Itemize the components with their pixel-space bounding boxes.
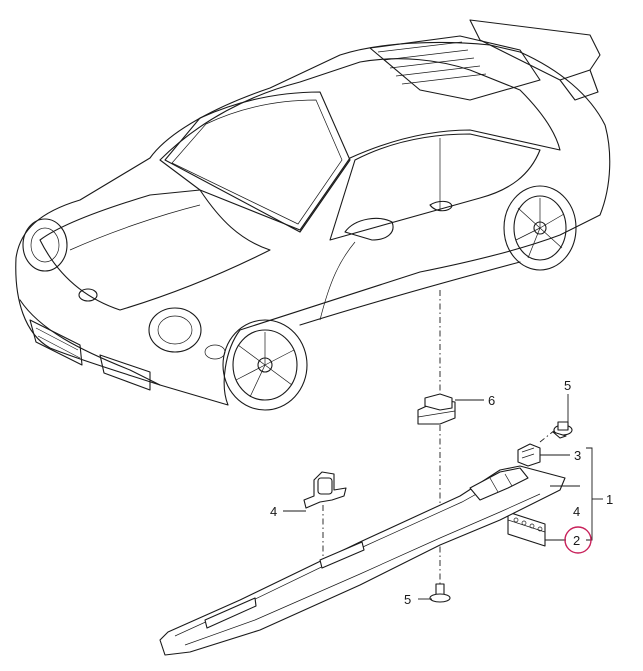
part-4-clip-left[interactable] bbox=[303, 471, 347, 509]
callout-2[interactable]: 2 bbox=[573, 533, 580, 548]
part-1-side-sill[interactable] bbox=[159, 465, 566, 656]
callout-1[interactable]: 1 bbox=[606, 492, 613, 507]
callout-4-left[interactable]: 4 bbox=[270, 504, 277, 519]
car-illustration bbox=[15, 19, 611, 411]
part-3-clip[interactable] bbox=[517, 443, 541, 467]
leader-lines bbox=[283, 394, 603, 600]
part-5-screw-top[interactable] bbox=[552, 421, 573, 439]
callout-5-bottom[interactable]: 5 bbox=[404, 592, 411, 607]
part-5-screw-bottom[interactable] bbox=[429, 583, 451, 603]
callout-5-top[interactable]: 5 bbox=[564, 378, 571, 393]
callout-3[interactable]: 3 bbox=[574, 448, 581, 463]
callout-6[interactable]: 6 bbox=[488, 393, 495, 408]
callout-2-highlight-ring bbox=[564, 526, 592, 554]
part-6-bracket[interactable] bbox=[417, 393, 456, 425]
callout-labels: 6 5 3 4 1 2 4 5 bbox=[270, 378, 613, 607]
part-2-trim-strip[interactable] bbox=[507, 511, 546, 547]
callout-4-bracket[interactable]: 4 bbox=[573, 504, 580, 519]
